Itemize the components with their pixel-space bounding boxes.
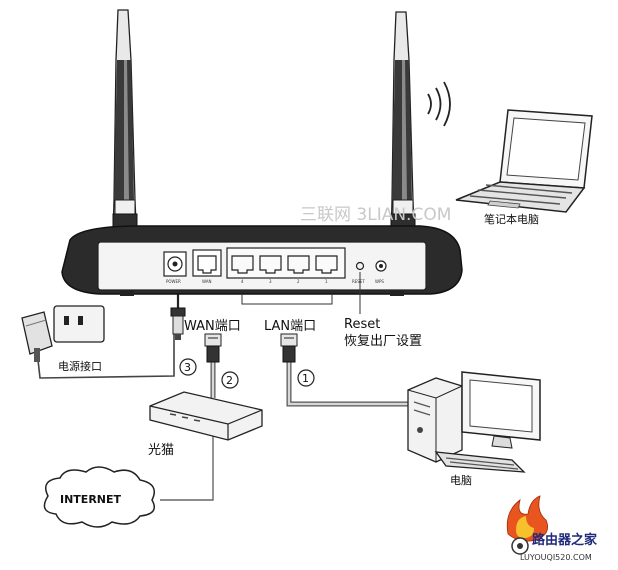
internet-cloud: INTERNET: [43, 466, 155, 528]
wan-port-callout: WAN端口: [184, 319, 241, 334]
lan-plug: [280, 333, 298, 363]
internet-label: INTERNET: [60, 493, 122, 506]
router-wan-port: [192, 249, 222, 277]
router-wps-label: WPS: [375, 279, 384, 284]
desktop-label: 电脑: [450, 474, 472, 487]
router-lan3-label: 3: [269, 279, 272, 284]
power-adapter: [21, 305, 105, 362]
modem-label: 光猫: [148, 443, 174, 458]
router-lan1-port: [315, 255, 338, 274]
svg-text:2: 2: [226, 374, 233, 387]
step-marker-1: 1: [297, 369, 315, 387]
router-lan2-port: [287, 255, 310, 274]
router-reset-button: [355, 261, 365, 271]
power-cable-lower: [37, 332, 175, 379]
svg-text:1: 1: [302, 372, 309, 385]
lan-bracket: [241, 294, 333, 305]
watermark: 三联网 3LIAN.COM: [300, 205, 451, 225]
router-lan2-label: 2: [297, 279, 300, 284]
reset-callout-title: Reset: [344, 317, 380, 332]
desktop-computer: [407, 371, 541, 473]
lan-cable-core: [287, 360, 418, 406]
wifi-signal-icon: [427, 81, 451, 127]
router-power-label: POWER: [166, 279, 181, 284]
modem: [149, 391, 263, 441]
internet-line: [160, 432, 214, 501]
power-adapter-label: 电源接口: [58, 359, 102, 373]
power-plug: [170, 307, 186, 340]
antenna-left: [111, 9, 139, 271]
router-lan1-label: 1: [325, 279, 328, 284]
reset-callout-desc: 恢复出厂设置: [344, 334, 422, 349]
step-marker-2: 2: [221, 371, 239, 389]
lan-port-callout: LAN端口: [264, 319, 316, 334]
site-logo: 路由器之家 LUYOUQI520.COM: [506, 495, 598, 562]
router: POWER WAN 4 3 2 1 RESET WPS: [61, 225, 463, 296]
router-reset-label: RESET: [352, 279, 365, 284]
step-marker-3: 3: [179, 358, 197, 376]
wan-plug: [204, 333, 222, 363]
router-lan4-port: [231, 255, 254, 274]
logo-url: LUYOUQI520.COM: [520, 553, 592, 562]
svg-text:3: 3: [184, 361, 191, 374]
laptop-label: 笔记本电脑: [484, 212, 539, 226]
laptop: [455, 109, 593, 213]
router-lan3-port: [259, 255, 282, 274]
router-wan-label: WAN: [202, 279, 211, 284]
logo-name: 路由器之家: [532, 532, 598, 548]
router-lan4-label: 4: [241, 279, 244, 284]
